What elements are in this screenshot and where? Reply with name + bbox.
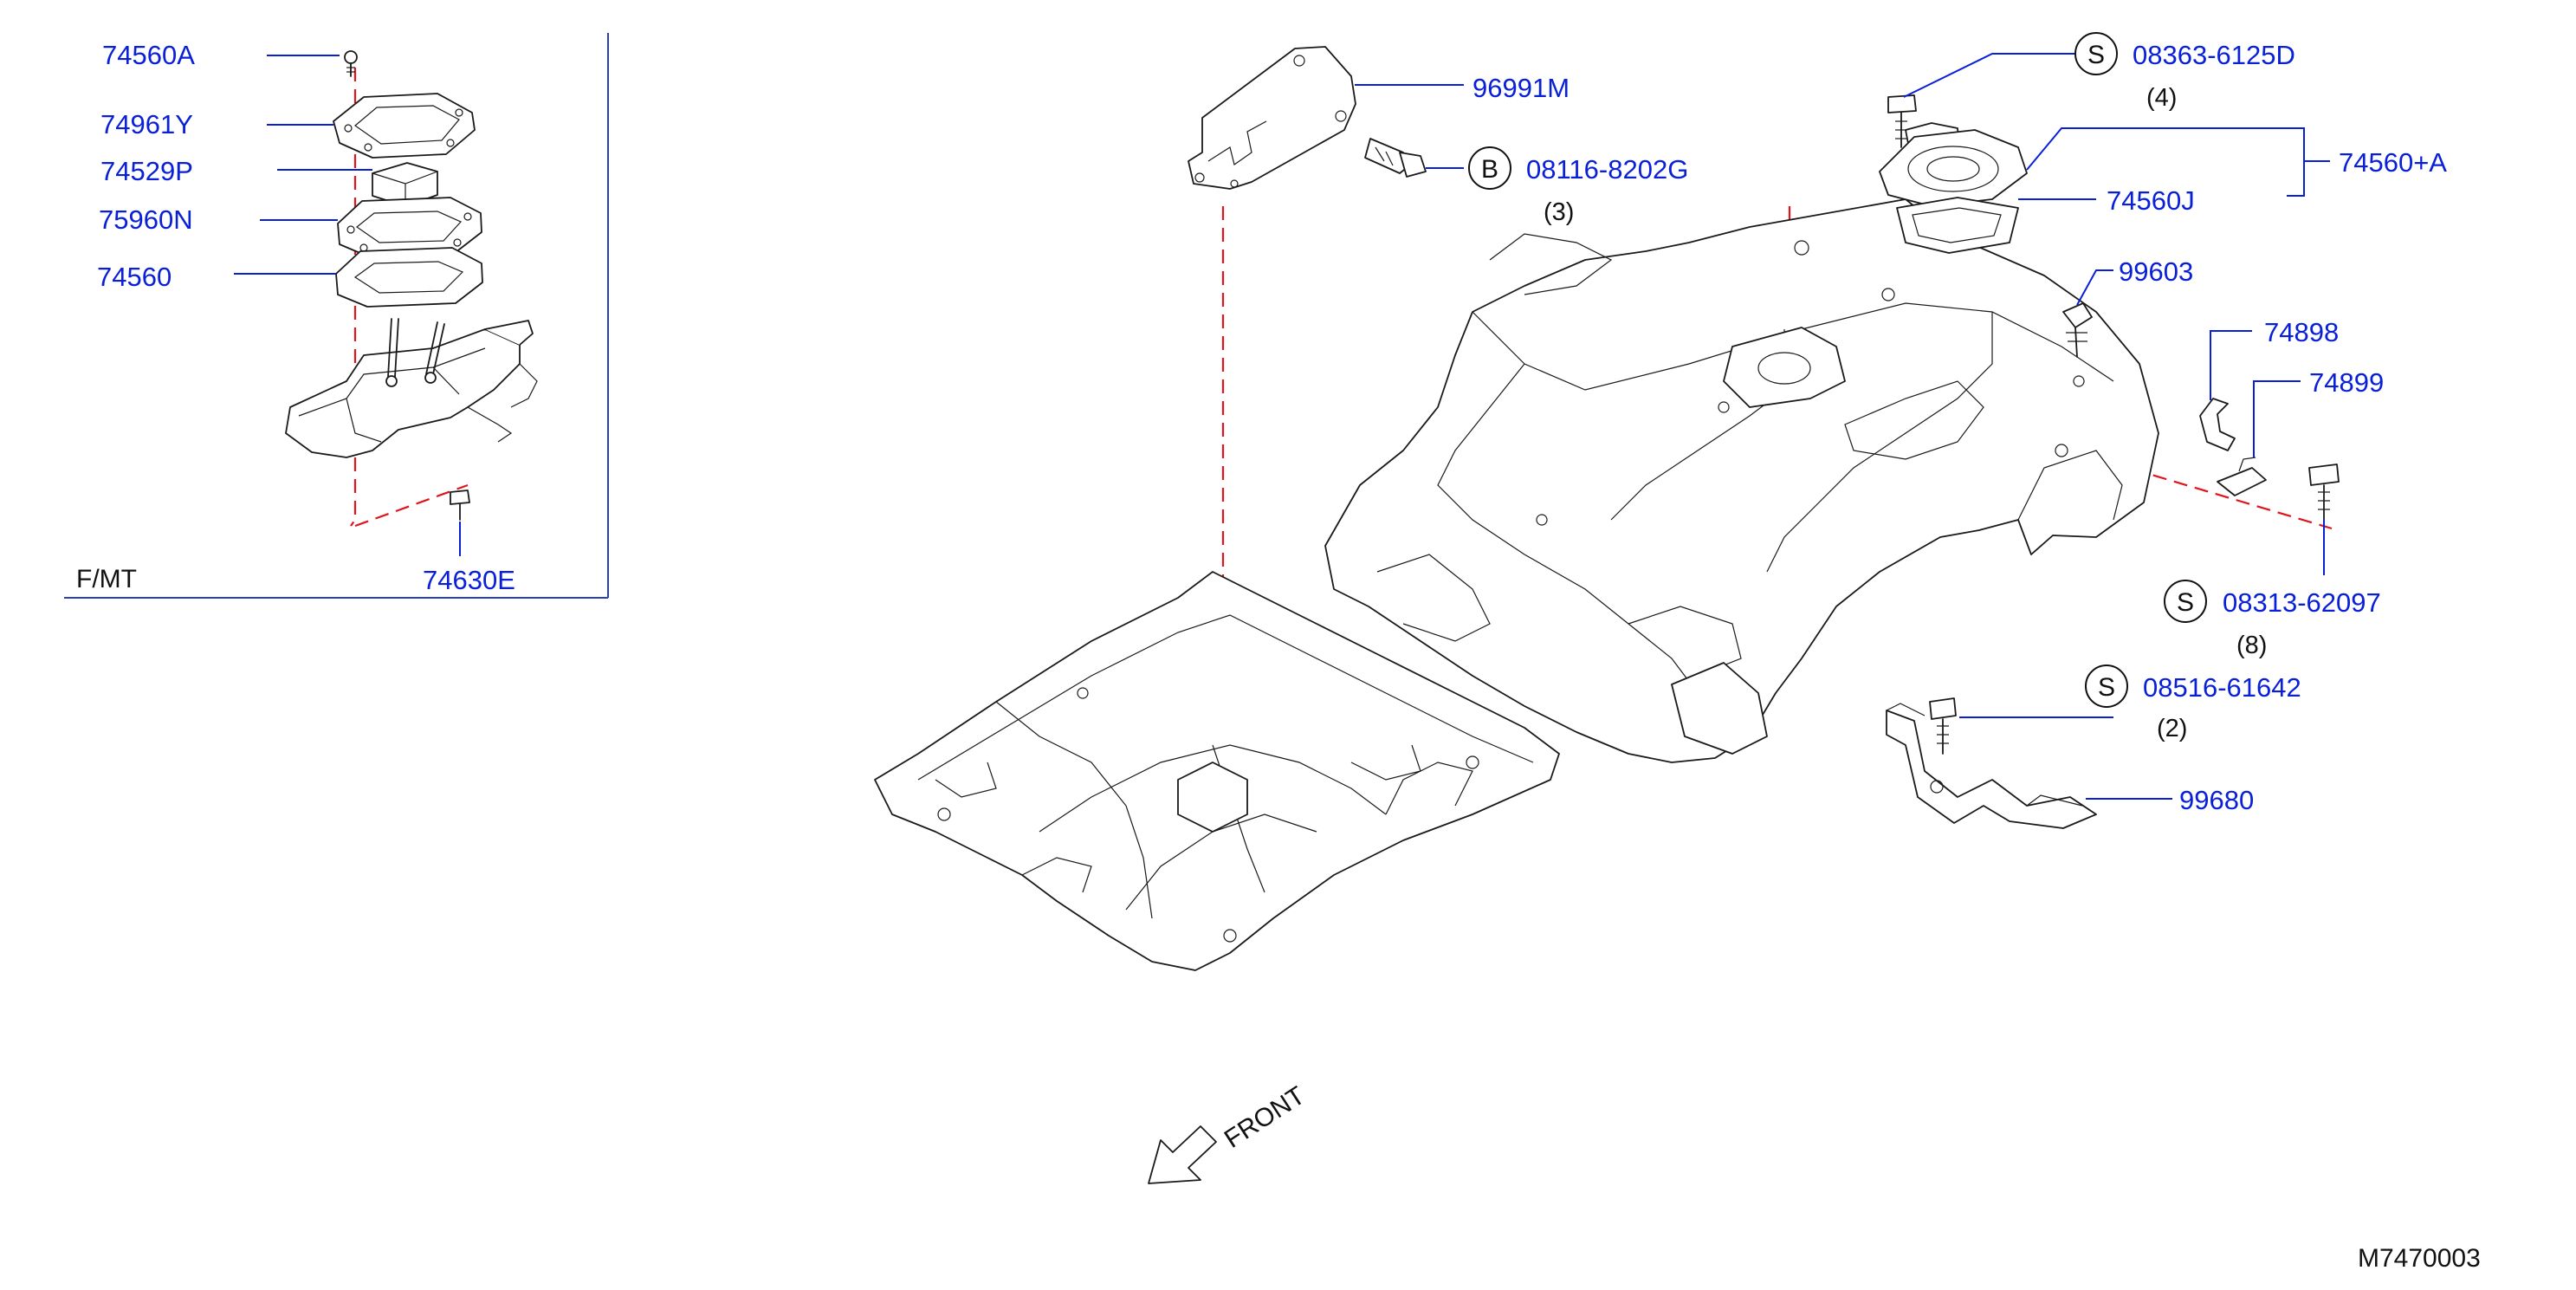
screw-08313-icon [2308,463,2340,521]
bolt-08116-icon [1364,138,1427,178]
qty-08516: (2) [2157,715,2187,742]
qty-08313: (8) [2236,632,2267,659]
part-08116-8202g[interactable]: 08116-8202G [1526,154,1688,185]
leader-74899 [2253,380,2301,457]
symbol-b-badge [1468,146,1511,190]
inset-reference-line [350,68,469,528]
part-08313-62097[interactable]: 08313-62097 [2223,587,2381,618]
variant-label: F/MT [76,565,137,593]
part-08516-61642[interactable]: 08516-61642 [2143,672,2301,703]
part-08363-6125d[interactable]: 08363-6125D [2133,40,2295,70]
part-96991m[interactable]: 96991M [1472,73,1570,103]
qty-08363: (4) [2146,84,2177,112]
part-75960n[interactable]: 75960N [99,204,193,235]
bracket-99680-icon [1886,703,2097,829]
rear-floor-assembly-icon [1324,198,2159,763]
front-label: FRONT [1220,1081,1311,1154]
symbol-s-letter-08313: S [2177,588,2194,617]
clip-74898-icon [2199,398,2236,451]
leader-99603 [2076,269,2113,306]
gasket-74560-icon [335,247,483,308]
leader-08363 [1903,53,2075,98]
floor-tunnel-inset-icon [285,318,538,458]
part-74560j[interactable]: 74560J [2107,185,2195,216]
part-74529p[interactable]: 74529P [100,156,193,186]
part-74560-plus-a[interactable]: 74560+A [2339,147,2447,178]
part-99680[interactable]: 99680 [2179,785,2254,815]
screw-08516-icon [1929,697,1957,755]
front-direction-indicator: FRONT [1148,1081,1311,1184]
inset-fmt: F/MT [64,33,609,599]
front-floor-assembly-icon [874,571,1560,971]
screw-74560a-icon [344,50,358,77]
symbol-s-badge-08313 [2164,580,2207,623]
plate-75960n-icon [337,197,482,257]
clip-74630e-icon [450,489,470,521]
part-74961y[interactable]: 74961Y [100,109,193,139]
spare-tire-clamp-icon [1879,122,2028,254]
part-74630e[interactable]: 74630E [423,565,515,595]
symbol-s-letter-08363: S [2087,41,2105,69]
front-arrow-icon [1148,1125,1217,1184]
part-74899[interactable]: 74899 [2309,367,2384,398]
clip-99603-icon [2062,302,2093,358]
part-74560[interactable]: 74560 [97,262,172,292]
leader-74898 [2210,330,2252,400]
part-74560a[interactable]: 74560A [102,40,195,70]
part-74898[interactable]: 74898 [2264,317,2339,347]
symbol-s-badge-08363 [2074,32,2118,75]
bracket-96991m-icon [1188,46,1356,190]
part-99603[interactable]: 99603 [2119,256,2193,287]
symbol-s-letter-08516: S [2098,673,2115,702]
clip-74899-icon [2217,457,2267,496]
leader-74560-plus-a [2026,127,2330,197]
symbol-s-badge-08516 [2085,664,2128,708]
symbol-b-letter: B [1481,155,1498,184]
qty-08116: (3) [1544,198,1574,226]
diagram-code: M7470003 [2358,1244,2481,1273]
boot-plate-74961y-icon [333,93,476,159]
